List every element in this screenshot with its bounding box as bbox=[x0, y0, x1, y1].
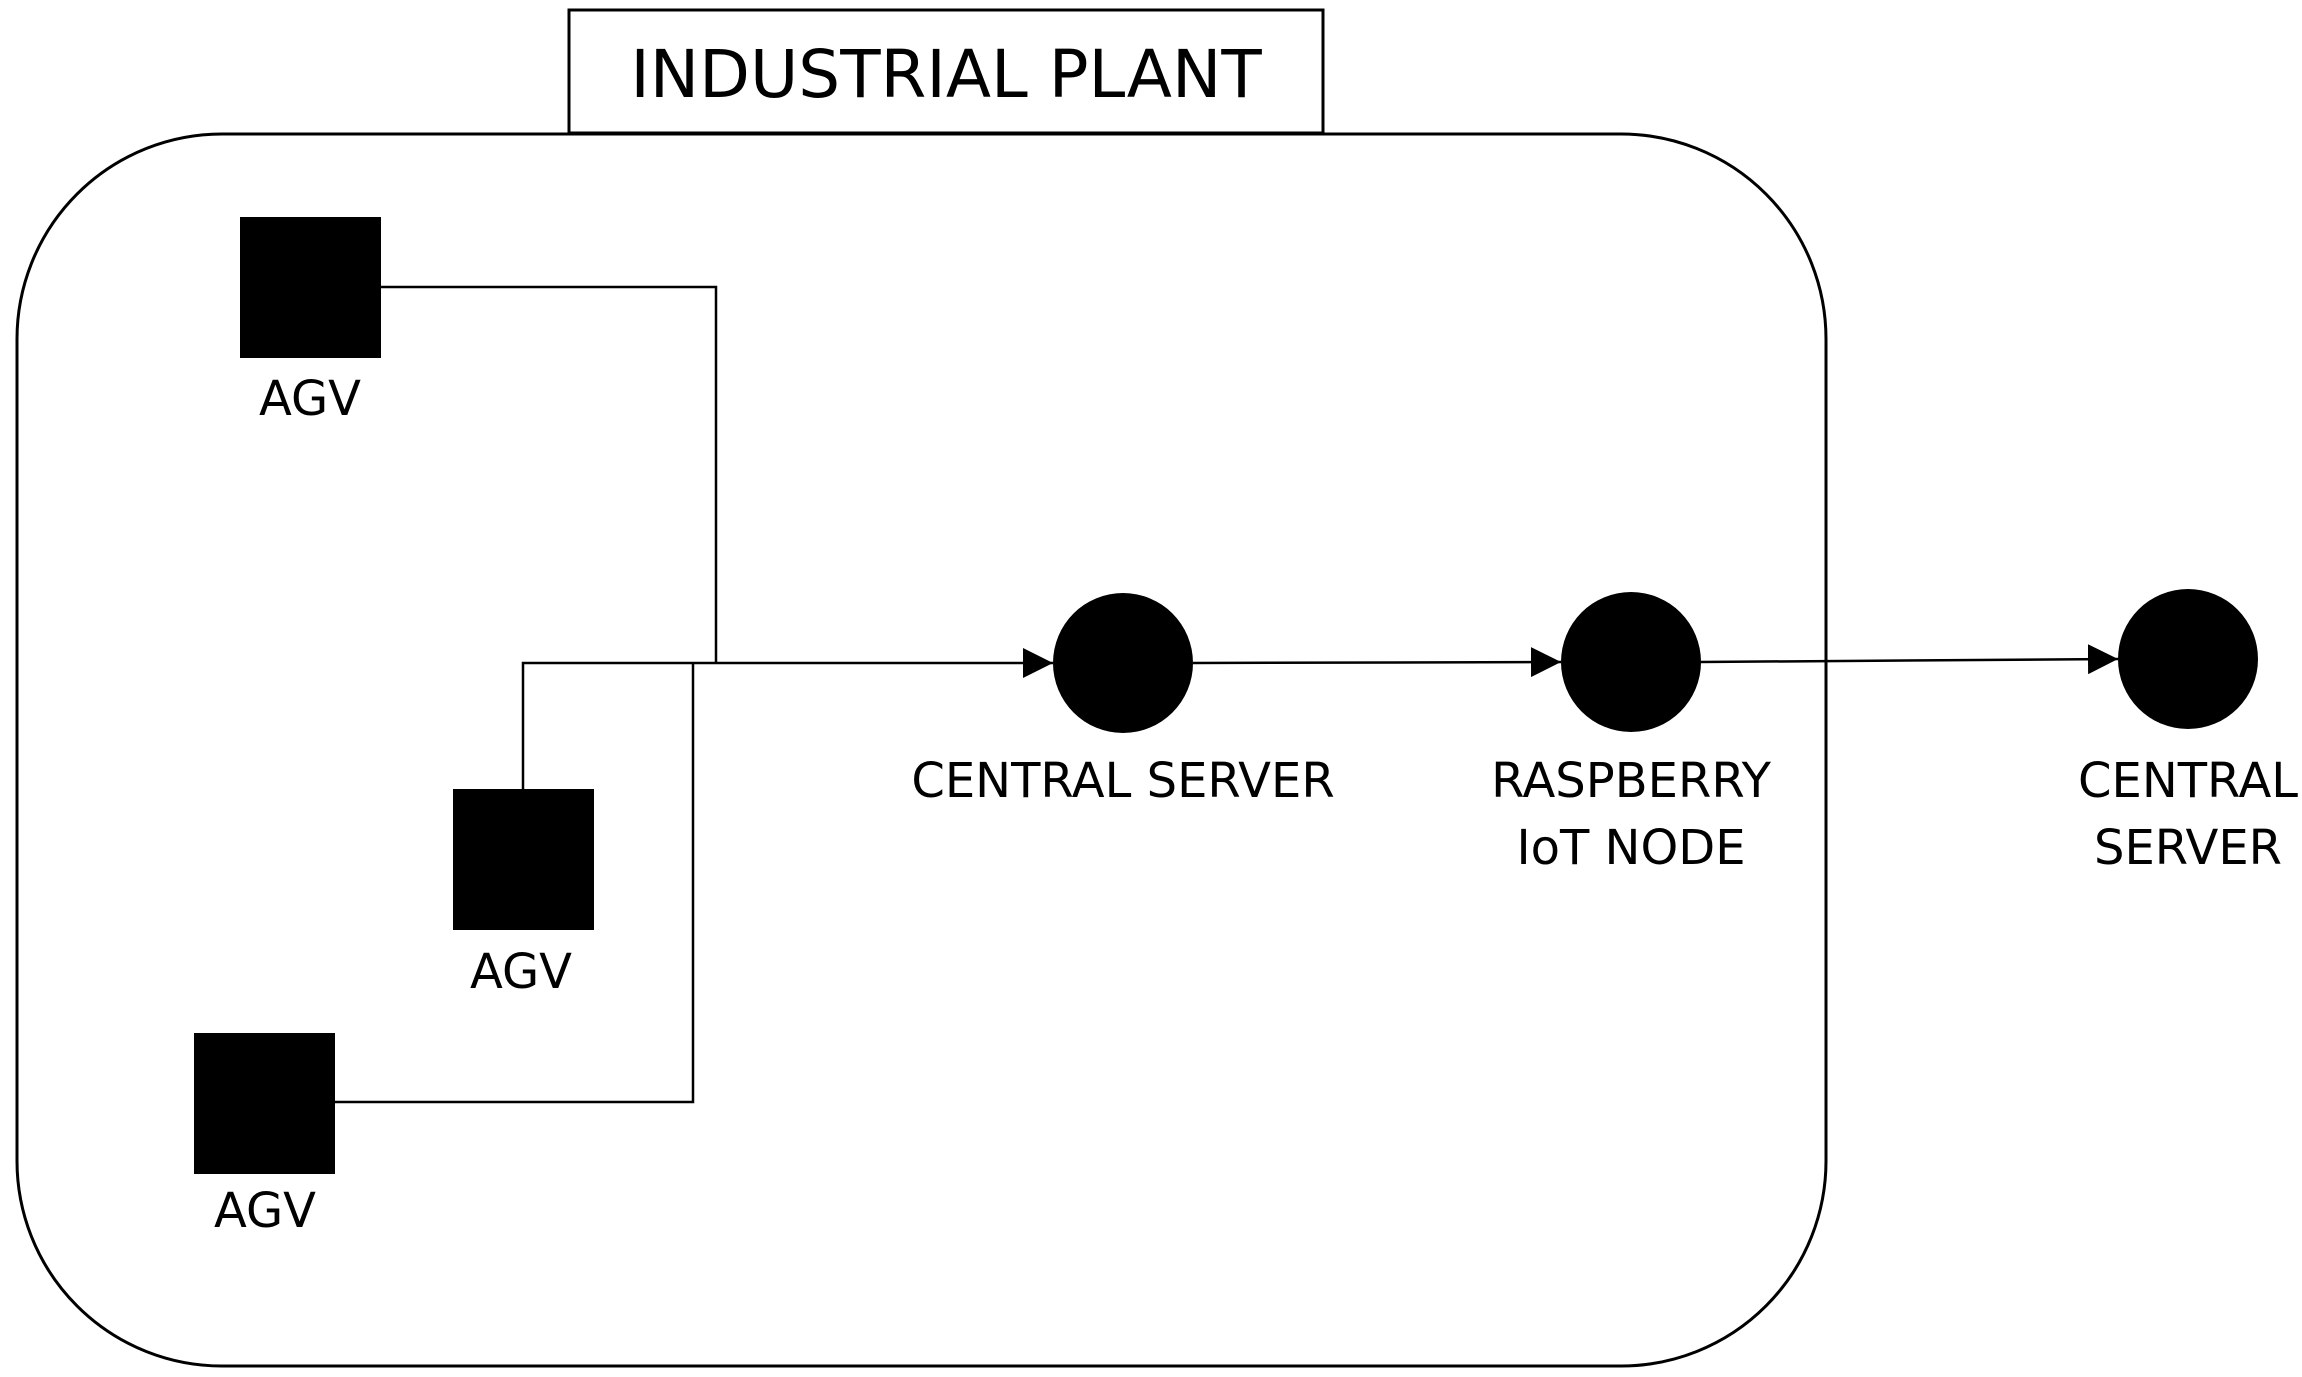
agv-node: AGV bbox=[453, 789, 594, 1000]
agv-1-link bbox=[381, 285, 718, 663]
agv-3-link bbox=[335, 663, 695, 1104]
plant-title: INDUSTRIAL PLANT bbox=[630, 36, 1262, 113]
agv-label: AGV bbox=[214, 1183, 316, 1239]
agv-label: AGV bbox=[259, 371, 361, 427]
agv-square bbox=[453, 789, 594, 930]
external-central-server-node: CENTRAL SERVER bbox=[2078, 589, 2298, 876]
external-central-server-label-line-1: CENTRAL bbox=[2078, 753, 2298, 809]
agv-label: AGV bbox=[470, 944, 572, 1000]
agv-2-link bbox=[521, 661, 716, 789]
raspberry-iot-label-line-1: RASPBERRY bbox=[1491, 753, 1772, 809]
raspberry-iot-node: RASPBERRY IoT NODE bbox=[1491, 592, 1772, 876]
central-server-node: CENTRAL SERVER bbox=[911, 593, 1335, 809]
connections bbox=[335, 285, 2119, 1104]
external-central-server-label-line-2: SERVER bbox=[2094, 820, 2282, 876]
raspberry-iot-label-line-2: IoT NODE bbox=[1516, 820, 1745, 876]
plant-title-frame bbox=[567, 8, 1325, 135]
agv-square bbox=[240, 217, 381, 358]
agv-square bbox=[194, 1033, 335, 1174]
external-central-server-circle bbox=[2118, 589, 2258, 729]
central-server-label: CENTRAL SERVER bbox=[911, 753, 1334, 809]
link-to-external-server bbox=[1699, 644, 2119, 675]
central-server-circle bbox=[1053, 593, 1193, 733]
agv-node: AGV bbox=[194, 1033, 335, 1239]
plant-title-box: INDUSTRIAL PLANT bbox=[567, 8, 1325, 135]
agv-node: AGV bbox=[240, 217, 381, 427]
link-to-raspberry-node bbox=[1192, 647, 1562, 678]
raspberry-iot-circle bbox=[1561, 592, 1701, 732]
